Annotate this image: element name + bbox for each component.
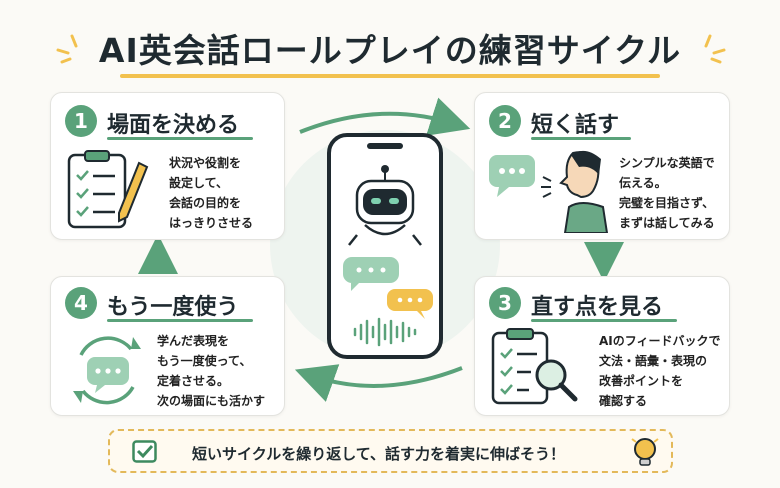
title-rule (107, 137, 253, 140)
checkbox-checked-icon (132, 440, 157, 463)
step-number: 2 (489, 105, 521, 137)
robot-icon (348, 165, 422, 246)
step-card-4: 4 もう一度使う 学んだ表現を もう一度使って、 定着させる。 次の場面にも活か… (50, 276, 285, 416)
step-title: 場面を決める (107, 113, 240, 138)
title-rule (107, 319, 253, 322)
repeat-chat-icon (73, 336, 141, 405)
title-underline (120, 74, 660, 78)
step-title: 短く話す (531, 113, 620, 138)
step-description: 学んだ表現を もう一度使って、 定着させる。 次の場面にも活かす (157, 334, 266, 408)
arrow-top (299, 97, 471, 136)
step-number: 3 (489, 287, 521, 319)
step-number: 1 (65, 105, 97, 137)
title-rule (531, 137, 631, 140)
step-card-1: 1 場面を決める 状況や役割を 設定して、 会話の目的を はっきりさせる (50, 92, 285, 240)
title-area: AI英会話ロールプレイの練習サイクル (0, 12, 780, 82)
clipboard-checklist-pencil-icon (67, 150, 149, 229)
lightbulb-icon (631, 438, 659, 466)
banner-text: 短いサイクルを繰り返して、話す力を着実に伸ばそう！ (192, 445, 566, 463)
chat-bubble-icon (387, 289, 433, 319)
step-description: シンプルな英語で 伝える。 完璧を目指さず、 まずは話してみる (619, 156, 715, 230)
arrow-bottom (294, 364, 463, 402)
chat-bubble-icon (343, 257, 399, 291)
step-card-2: 2 短く話す シンプルな英語で 伝える。 完璧を目指さず、 まずは話してみる (474, 92, 730, 240)
sparkle-icon (704, 34, 726, 64)
step-description: 状況や役割を 設定して、 会話の目的を はっきりさせる (169, 156, 254, 230)
page-title: AI英会話ロールプレイの練習サイクル (98, 31, 682, 70)
step-title: もう一度使う (107, 295, 239, 320)
speaking-person-icon (489, 150, 609, 233)
step-title: 直す点を見る (531, 295, 664, 320)
sparkle-icon (56, 34, 78, 64)
summary-banner: 短いサイクルを繰り返して、話す力を着実に伸ばそう！ (108, 429, 673, 473)
phone-illustration (327, 133, 443, 359)
title-rule (531, 319, 677, 322)
step-number: 4 (65, 287, 97, 319)
step-card-3: 3 直す点を見る AIのフィードバックで 文法・語彙・表現の 改善ポイントを 確… (474, 276, 730, 416)
checklist-magnifier-icon (491, 328, 578, 405)
step-description: AIのフィードバックで 文法・語彙・表現の 改善ポイントを 確認する (599, 334, 721, 408)
sound-wave-icon (353, 317, 417, 347)
